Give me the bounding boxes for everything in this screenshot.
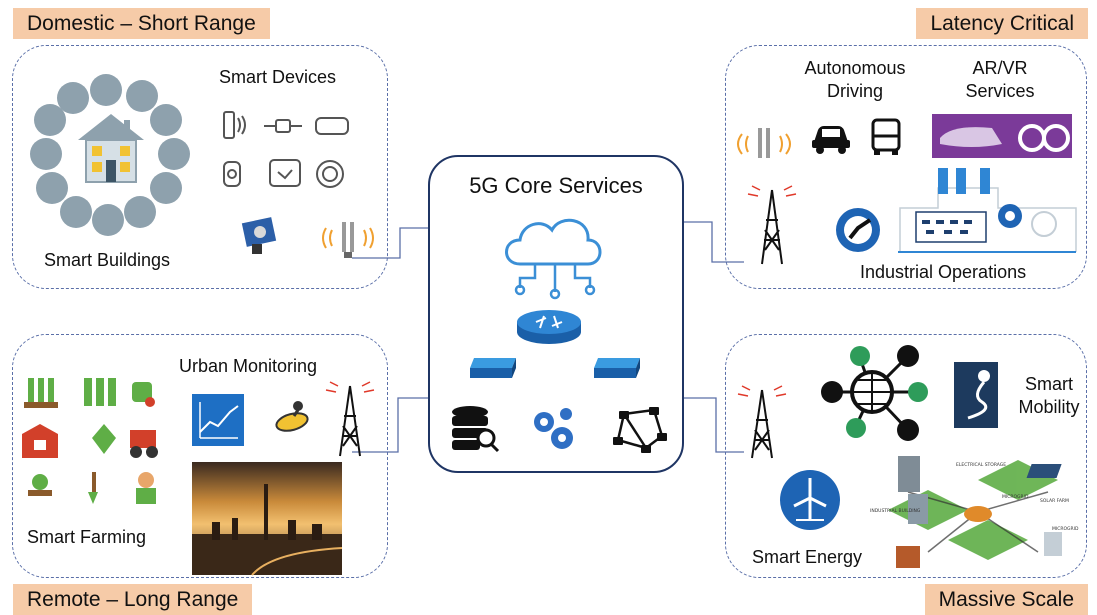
remote-region xyxy=(12,334,388,578)
mobility-network-icon xyxy=(821,345,928,441)
router-icon xyxy=(517,310,581,344)
city-sunset-photo xyxy=(192,462,343,576)
remote-control-icon xyxy=(60,196,92,228)
antenna-tower-icon-domestic xyxy=(322,222,374,258)
latency-region xyxy=(725,45,1087,289)
domestic-region xyxy=(12,45,388,289)
massive-region xyxy=(725,334,1087,578)
wifi-icon xyxy=(90,74,122,106)
massive-scale-label: Massive Scale xyxy=(924,584,1088,615)
core-services-title: 5G Core Services xyxy=(469,173,643,198)
smart-farming-icons xyxy=(22,378,158,504)
cell-tower-icon-latency xyxy=(747,185,797,265)
door-icon xyxy=(124,196,156,228)
grid-label-industrial-building: INDUSTRIAL BUILDING xyxy=(870,508,921,514)
gears-icon xyxy=(534,408,573,449)
cctv-camera-icon xyxy=(126,80,158,112)
smart-mobility-label-line1: Smart xyxy=(1024,374,1073,394)
secure-network-icon xyxy=(613,407,667,453)
switch-icon-left xyxy=(470,358,516,378)
shield-icon xyxy=(34,104,66,136)
smart-grid-illustration: ELECTRICAL STORAGE MICROGRID SOLAR FARM … xyxy=(870,456,1079,568)
robot-arm-gear-icon xyxy=(836,208,880,252)
smart-house-icon xyxy=(78,114,144,183)
smart-mobility-route-icon xyxy=(954,362,998,428)
water-drop-icon xyxy=(57,82,89,114)
air-conditioner-icon xyxy=(150,172,182,204)
smart-devices-label: Smart Devices xyxy=(219,67,337,87)
smart-farming-label: Smart Farming xyxy=(27,527,147,547)
database-search-icon xyxy=(452,406,500,453)
wind-turbine-energy-icon xyxy=(780,470,840,530)
latency-critical-label: Latency Critical xyxy=(916,8,1088,39)
autonomous-driving-label-line2: Driving xyxy=(826,81,883,101)
domestic-short-range-label: Domestic – Short Range xyxy=(13,8,270,39)
grid-label-solar-farm: SOLAR FARM xyxy=(1040,498,1069,504)
industrial-operations-label: Industrial Operations xyxy=(860,262,1027,282)
autonomous-driving-label-line1: Autonomous xyxy=(804,58,906,78)
line-graph-panel-icon xyxy=(192,394,244,446)
urban-monitoring-label: Urban Monitoring xyxy=(179,356,318,376)
remote-long-range-label: Remote – Long Range xyxy=(13,584,253,615)
smart-mobility-label-line2: Mobility xyxy=(1018,397,1080,417)
factory-icon xyxy=(898,168,1077,253)
snowflake-icon xyxy=(150,104,182,136)
sensor-board-icon xyxy=(241,217,277,254)
tools-icon xyxy=(30,138,62,170)
smart-devices-grid xyxy=(223,111,349,188)
smart-buildings-label: Smart Buildings xyxy=(44,250,171,270)
cell-tower-icon-remote xyxy=(325,381,375,457)
cloud-network-icon xyxy=(505,218,602,300)
bus-icon xyxy=(871,118,901,155)
grid-label-electrical-storage: ELECTRICAL STORAGE xyxy=(956,462,1006,468)
grid-label-microgrid-2: MICROGRID xyxy=(1052,526,1079,532)
switch-icon-right xyxy=(594,358,640,378)
arvr-label-line2: Services xyxy=(965,81,1035,101)
cell-tower-icon-massive xyxy=(737,385,787,459)
car-icon xyxy=(812,126,850,154)
lock-icon xyxy=(158,138,190,170)
smart-energy-label: Smart Energy xyxy=(752,547,863,567)
antenna-tower-icon-latency xyxy=(737,128,791,158)
arvr-label-line1: AR/VR xyxy=(972,58,1028,78)
security-camera-icon xyxy=(275,401,309,432)
light-bulb-icon xyxy=(92,204,124,236)
arvr-glasses-panel xyxy=(932,114,1072,158)
grid-label-microgrid-1: MICROGRID xyxy=(1002,494,1029,500)
thermometer-icon xyxy=(36,172,68,204)
